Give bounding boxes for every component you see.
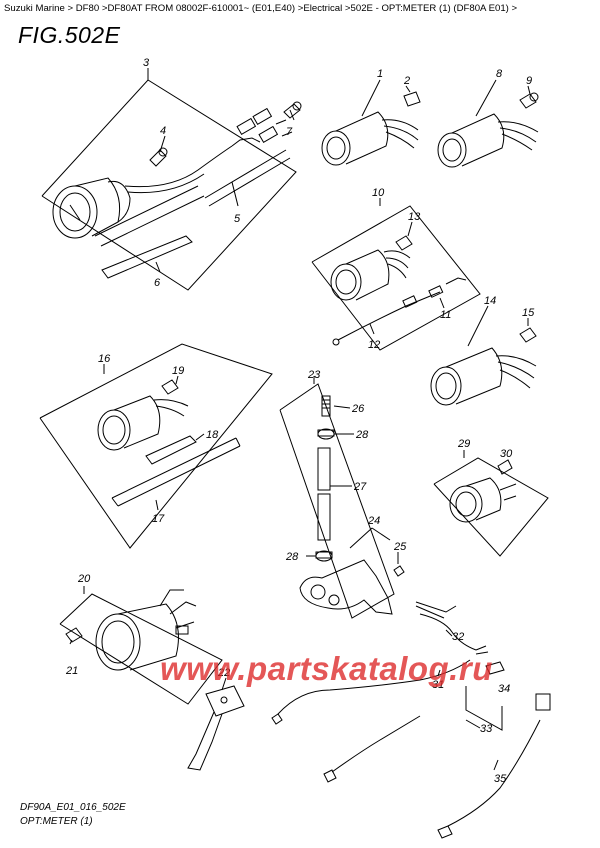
callout-31[interactable]: 31 [432, 679, 444, 691]
bulb-9-icon [519, 92, 539, 109]
tie-18-icon [145, 435, 197, 465]
callout-21[interactable]: 21 [65, 665, 78, 677]
gauge-20-icon [95, 589, 197, 671]
callout-2[interactable]: 2 [403, 75, 410, 87]
callout-17[interactable]: 17 [152, 513, 165, 525]
callout-11[interactable]: 11 [440, 309, 451, 321]
harness-12-icon [332, 277, 467, 346]
harness-32-icon [415, 601, 457, 619]
callout-28-top[interactable]: 28 [355, 429, 369, 441]
tube-5-icon [94, 149, 291, 247]
callout-10[interactable]: 10 [372, 187, 385, 199]
gauge-10-icon [330, 249, 411, 301]
callout-15[interactable]: 15 [522, 307, 535, 319]
callout-35[interactable]: 35 [494, 773, 507, 785]
bulb-7-icon [283, 101, 302, 119]
footer-drawing-code: DF90A_E01_016_502E [20, 802, 126, 813]
callout-29[interactable]: 29 [457, 438, 470, 450]
callout-1[interactable]: 1 [377, 68, 383, 80]
wire-harness-3-icon [124, 107, 293, 194]
callout-33[interactable]: 33 [480, 723, 493, 735]
clamp-28-bottom-icon [315, 550, 333, 562]
footer-figure-name: OPT:METER (1) [20, 816, 93, 827]
group-3-outline [41, 68, 297, 291]
tube-17-icon [111, 437, 241, 507]
callout-27[interactable]: 27 [353, 481, 367, 493]
callout-8[interactable]: 8 [496, 68, 503, 80]
bulb-21-icon [65, 627, 83, 643]
gauge-3-icon [52, 177, 131, 239]
switch-22-icon [187, 685, 245, 771]
bolt-26-icon [321, 395, 331, 417]
clamp-28-top-icon [317, 428, 335, 440]
screw-25-icon [393, 565, 405, 577]
figure-title: FIG.502E [18, 22, 121, 48]
gauge-14-icon [430, 347, 537, 406]
watermark: www.partskatalog.ru [160, 650, 493, 687]
callout-32[interactable]: 32 [452, 631, 464, 643]
bulb-15-icon [519, 327, 537, 343]
bulb-13-icon [395, 235, 413, 251]
harness-35-icon [323, 693, 551, 839]
group-23-outline [279, 376, 395, 619]
callout-28-bottom[interactable]: 28 [285, 551, 299, 563]
bulb-30-icon [497, 459, 513, 475]
callout-24[interactable]: 24 [367, 515, 380, 527]
group-10-outline [311, 198, 481, 351]
callout-16[interactable]: 16 [98, 353, 111, 365]
bulb-19-icon [161, 379, 179, 395]
callout-18[interactable]: 18 [206, 429, 219, 441]
group-20-outline [59, 586, 223, 705]
bulb-4-icon [149, 147, 168, 167]
callout-26[interactable]: 26 [351, 403, 365, 415]
gauge-29-icon [449, 477, 517, 523]
callout-19[interactable]: 19 [172, 365, 184, 377]
group-33-outline [465, 686, 503, 731]
callout-5[interactable]: 5 [234, 213, 241, 225]
gauge-16-icon [97, 395, 189, 451]
callout-3[interactable]: 3 [143, 57, 150, 69]
callout-34[interactable]: 34 [498, 683, 510, 695]
bracket-24-icon [299, 559, 393, 615]
bulb-2-icon [403, 91, 421, 107]
tie-6-icon [101, 235, 193, 279]
gauge-1-icon [321, 111, 419, 166]
callout-23[interactable]: 23 [307, 369, 321, 381]
callout-14[interactable]: 14 [484, 295, 496, 307]
callout-9[interactable]: 9 [526, 75, 532, 87]
callout-6[interactable]: 6 [154, 277, 161, 289]
connector-34-icon [485, 661, 505, 675]
breadcrumb[interactable]: Suzuki Marine > DF80 >DF80AT FROM 08002F… [4, 3, 518, 14]
group-29-outline [433, 450, 549, 557]
callout-7[interactable]: 7 [286, 126, 293, 138]
callout-12[interactable]: 12 [368, 339, 380, 351]
callout-22[interactable]: 22 [217, 667, 230, 679]
callout-13[interactable]: 13 [408, 211, 421, 223]
callout-20[interactable]: 20 [77, 573, 91, 585]
callout-labels: 3 4 7 5 6 1 2 8 9 10 13 11 12 14 15 16 1… [65, 57, 535, 785]
callout-30[interactable]: 30 [500, 448, 513, 460]
harness-31-icon [271, 613, 489, 725]
gauge-8-icon [437, 113, 539, 168]
group-16-outline [39, 343, 273, 549]
callout-4[interactable]: 4 [160, 125, 166, 137]
callout-25[interactable]: 25 [393, 541, 407, 553]
tube-27-icon [317, 447, 331, 541]
